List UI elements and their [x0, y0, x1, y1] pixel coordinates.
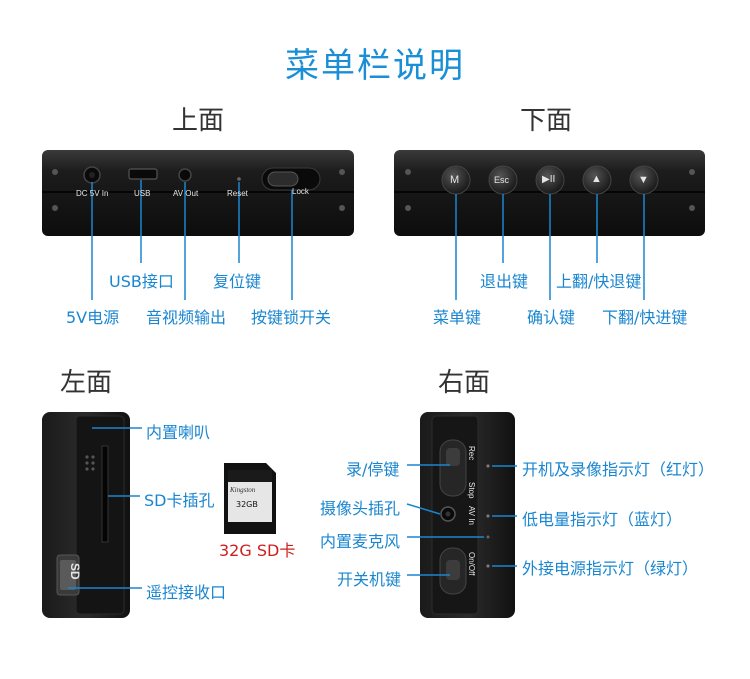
right-rec-label: Rec [467, 446, 476, 461]
top-lock-label: Lock [292, 187, 309, 196]
top-port-usb-label: USB [134, 189, 151, 198]
label-led-red: 开机及录像指示灯（红灯） [522, 460, 715, 479]
right-av-in-label: AV In [467, 506, 476, 525]
label-power-key: 开关机键 [337, 570, 402, 589]
sd-card-capacity: 32GB [236, 500, 258, 509]
play-pause-button[interactable]: ▶II [542, 174, 556, 185]
label-reset-key: 复位键 [213, 272, 262, 291]
label-led-blue: 低电量指示灯（蓝灯） [522, 510, 683, 529]
top-port-av-label: AV Out [173, 189, 199, 198]
label-microphone: 内置麦克风 [320, 532, 401, 551]
top-device-body [42, 150, 354, 236]
label-up-key: 上翻/快退键 [556, 272, 642, 291]
menu-button[interactable]: M [450, 174, 460, 186]
left-sd-mark: SD [68, 563, 82, 580]
sd-card-brand: Kingston [230, 486, 256, 494]
label-menu-key: 菜单键 [433, 308, 482, 327]
label-down-key: 下翻/快进键 [602, 308, 688, 327]
bottom-device-body [394, 150, 705, 236]
label-av-output: 音视频输出 [146, 308, 227, 327]
callout-lines [68, 180, 645, 589]
right-device-body [420, 412, 515, 618]
section-left-heading: 左面 [60, 368, 113, 398]
top-port-dc-label: DC 5V In [76, 189, 109, 198]
down-button[interactable]: ▼ [638, 174, 649, 186]
page-title: 菜单栏说明 [285, 46, 465, 86]
sd-card-image [224, 463, 276, 534]
section-bottom-heading: 下面 [520, 106, 573, 136]
label-rec-stop: 录/停键 [346, 460, 400, 479]
label-sd-slot: SD卡插孔 [144, 491, 215, 510]
section-right-heading: 右面 [438, 368, 491, 398]
label-5v-power: 5V电源 [66, 308, 120, 327]
label-speaker: 内置喇叭 [146, 423, 211, 442]
label-remote-receiver: 遥控接收口 [146, 583, 227, 602]
esc-button[interactable]: Esc [494, 175, 510, 185]
right-onoff-label: On/Off [467, 552, 476, 576]
label-camera-jack: 摄像头插孔 [320, 499, 401, 518]
up-button[interactable]: ▲ [591, 173, 602, 185]
label-lock-switch: 按键锁开关 [251, 308, 332, 327]
section-top-heading: 上面 [172, 106, 225, 136]
label-usb-port: USB接口 [109, 272, 174, 291]
left-device-body [42, 412, 130, 618]
label-confirm-key: 确认键 [527, 308, 576, 327]
label-exit-key: 退出键 [480, 272, 529, 291]
label-led-green: 外接电源指示灯（绿灯） [522, 559, 699, 578]
right-stop-label: Stop [467, 482, 476, 499]
sd-card-caption: 32G SD卡 [219, 541, 296, 560]
top-reset-label: Reset [227, 189, 248, 198]
